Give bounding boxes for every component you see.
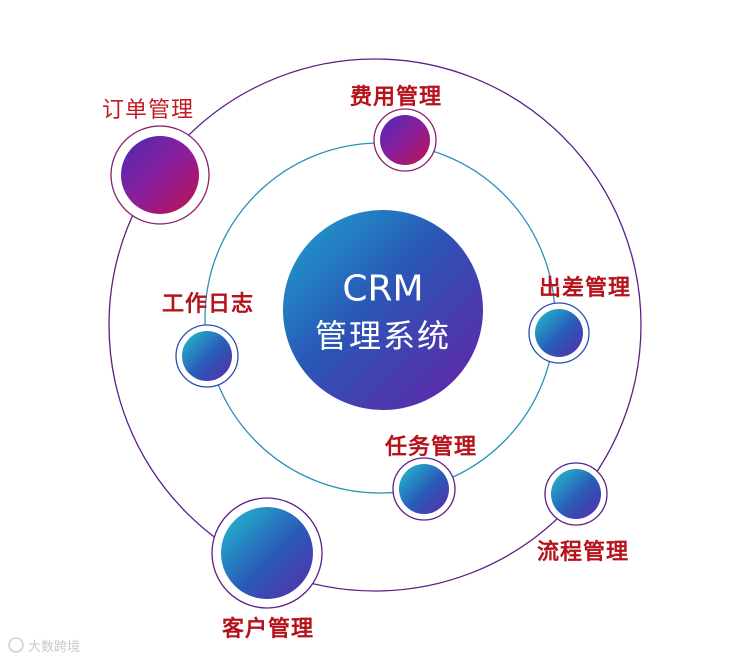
workflow-node (544, 462, 608, 526)
customer-node-ball (221, 507, 313, 599)
customer-label: 客户管理 (221, 617, 315, 642)
expense-node-ball (380, 115, 430, 165)
travel-label: 出差管理 (538, 276, 632, 301)
order-node-ball (121, 136, 199, 214)
travel-node (528, 302, 590, 364)
center-circle (283, 210, 483, 410)
task-label: 任务管理 (384, 435, 478, 460)
worklog-node-ball (182, 331, 232, 381)
worklog-label: 工作日志 (161, 292, 255, 317)
worklog-node (175, 324, 239, 388)
watermark-text: 大数跨境 (28, 640, 81, 655)
watermark-logo-icon (8, 637, 24, 653)
task-node-ball (399, 464, 449, 514)
order-node (110, 125, 210, 225)
expense-node (373, 108, 437, 172)
travel-node-ball (535, 309, 583, 357)
workflow-node-ball (551, 469, 601, 519)
task-node (392, 457, 456, 521)
customer-node (211, 497, 323, 609)
outer-orbit (108, 58, 642, 592)
center-title: CRM (342, 268, 424, 310)
workflow-label: 流程管理 (536, 540, 630, 565)
center-subtitle: 管理系统 (314, 317, 452, 355)
expense-label: 费用管理 (349, 85, 443, 110)
order-label: 订单管理 (101, 98, 195, 123)
